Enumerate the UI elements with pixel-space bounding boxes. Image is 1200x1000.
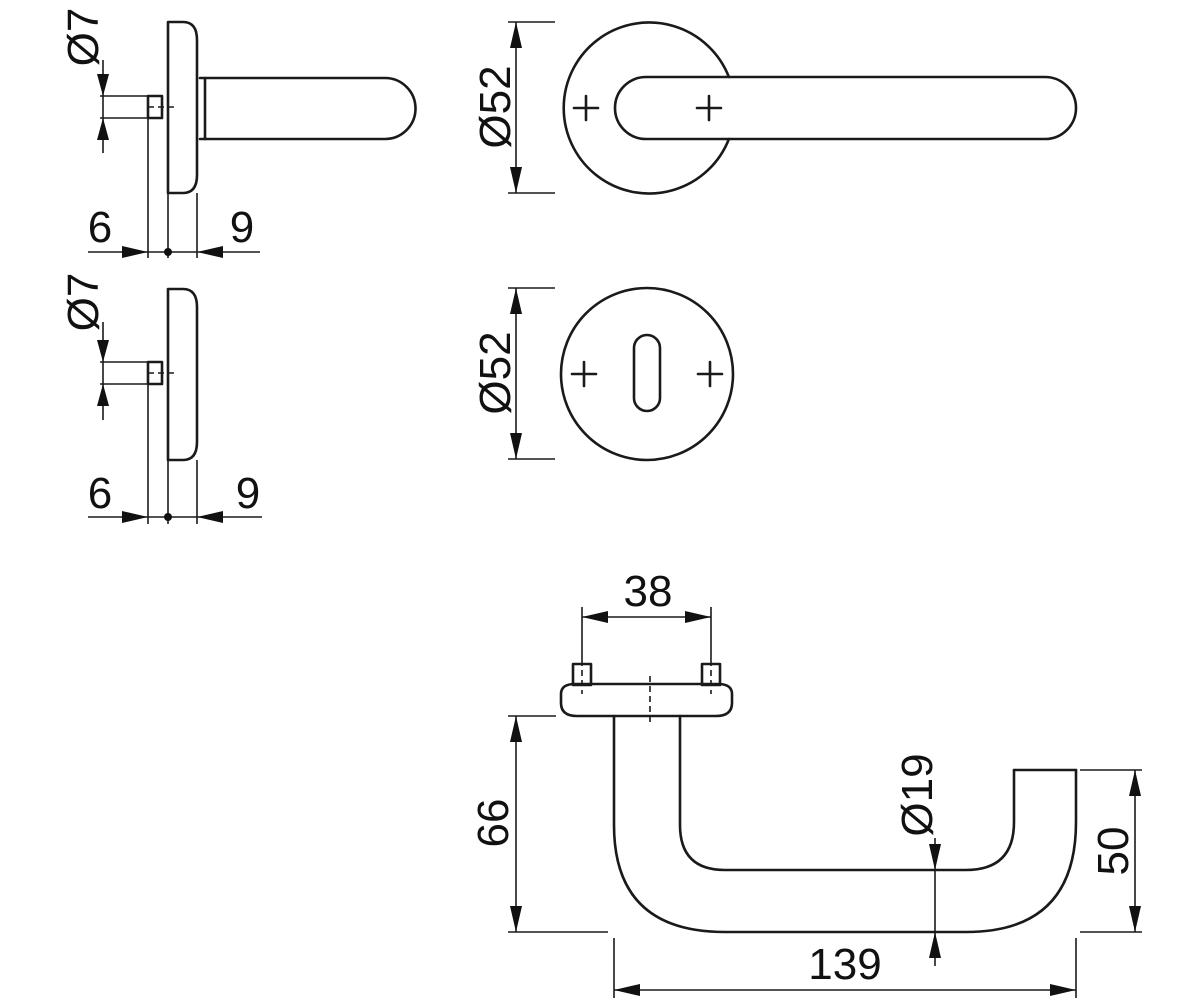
escutcheon-plate-side — [166, 287, 199, 462]
lever-top-view: 38 66 Ø19 50 139 — [469, 567, 1142, 998]
rose-side-right-label: 9 — [230, 203, 254, 252]
rose-plate-side — [166, 20, 199, 195]
escutcheon-front-diameter-label: Ø52 — [471, 331, 520, 414]
escutcheon-side-view: Ø7 6 9 — [59, 273, 262, 524]
screw-mark — [696, 360, 724, 388]
rose-side-diameter-label: Ø7 — [59, 8, 108, 67]
escutcheon-side-diameter-label: Ø7 — [59, 273, 108, 332]
rose-disc-front — [562, 21, 731, 195]
rose-side-view: Ø7 6 9 — [59, 8, 417, 258]
base-plate — [559, 682, 734, 718]
screw-mark — [572, 94, 600, 122]
lever-inner-outline — [678, 714, 1016, 872]
lever-side-profile — [198, 76, 417, 141]
screw-mark — [570, 360, 598, 388]
handle-height-label: 66 — [469, 799, 518, 848]
screw-mark — [695, 94, 723, 122]
escutcheon-front-view: Ø52 — [471, 286, 735, 462]
return-height-label: 50 — [1089, 827, 1138, 876]
grip-diameter-label: Ø19 — [893, 753, 942, 836]
escutcheon-side-right-label: 9 — [236, 469, 260, 518]
lever-outer-outline — [612, 714, 1078, 934]
lever-front — [613, 75, 1078, 141]
escutcheon-disc-front — [559, 286, 735, 462]
rose-side-left-label: 6 — [88, 203, 112, 252]
rose-front-view: Ø52 — [471, 21, 1078, 195]
keyhole-slot — [632, 333, 662, 413]
rose-front-diameter-label: Ø52 — [471, 65, 520, 148]
escutcheon-side-left-label: 6 — [88, 469, 112, 518]
handle-length-label: 139 — [808, 940, 881, 989]
screw-spacing-label: 38 — [624, 567, 673, 616]
